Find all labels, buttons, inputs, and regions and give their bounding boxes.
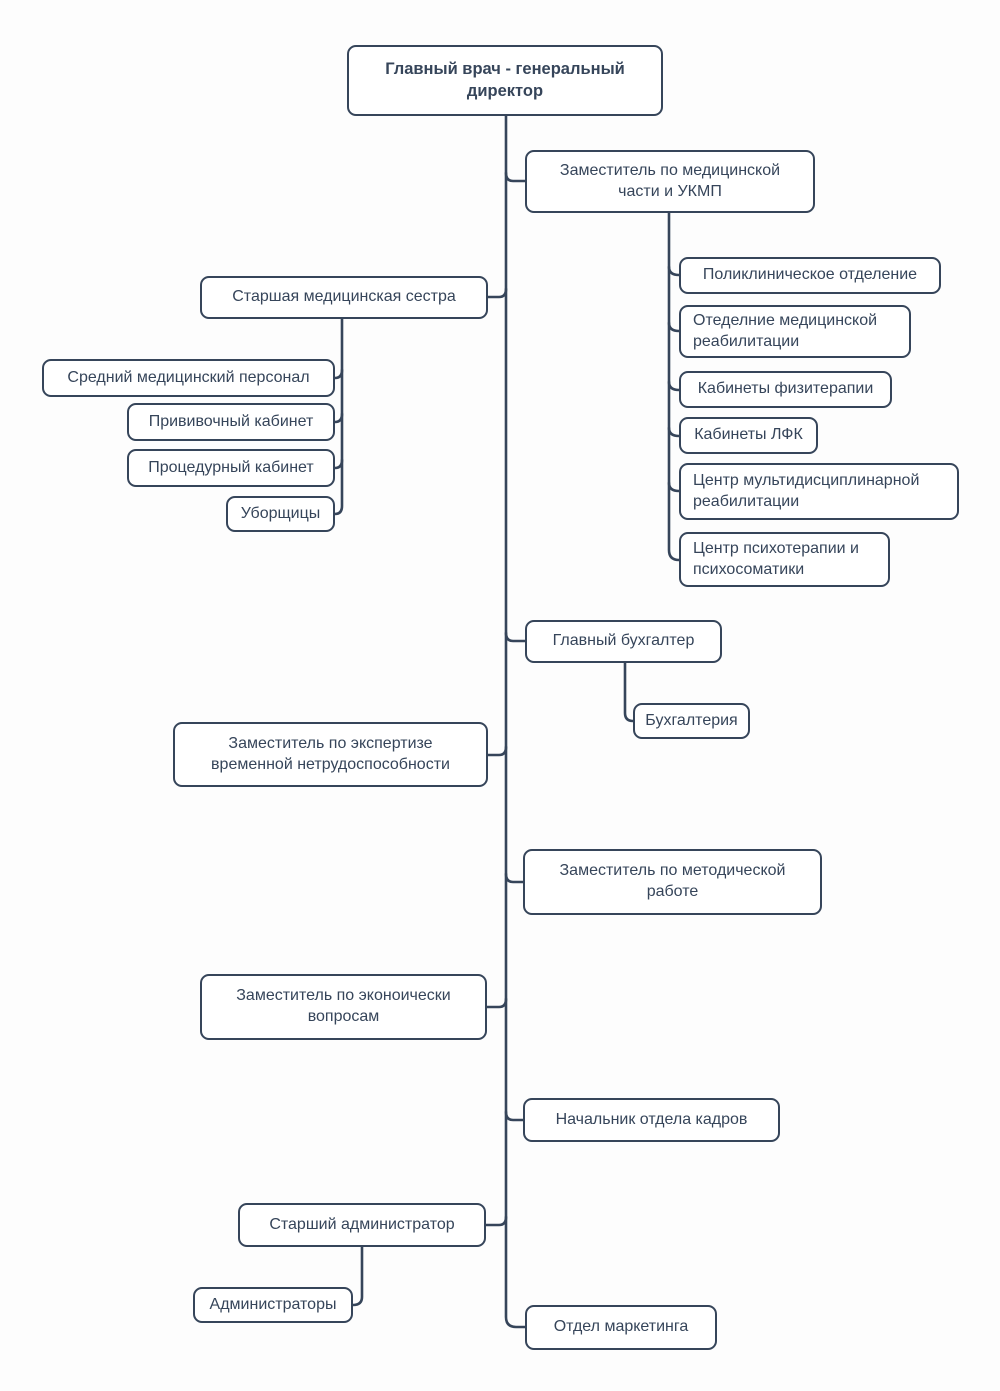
connector-expertise-deputy bbox=[486, 745, 508, 757]
org-node-mid-medical-staff[interactable]: Средний медицинский персонал bbox=[42, 359, 335, 397]
connector-spine bbox=[504, 114, 527, 1329]
org-node-accounting[interactable]: Бухгалтерия bbox=[633, 703, 750, 739]
org-node-head-nurse[interactable]: Старшая медицинская сестра bbox=[200, 276, 488, 319]
connector-physiotherapy bbox=[667, 380, 681, 392]
org-node-polyclinic-department[interactable]: Поликлиническое отделение bbox=[679, 257, 941, 294]
connector-chief-accountant bbox=[504, 631, 527, 643]
connector-left-trunk bbox=[333, 317, 344, 516]
connector-economic-deputy bbox=[485, 997, 508, 1009]
org-node-hr-head[interactable]: Начальник отдела кадров bbox=[523, 1098, 780, 1142]
connector-mid-staff bbox=[333, 368, 344, 380]
org-node-methodical-deputy[interactable]: Заместитель по методической работе bbox=[523, 849, 822, 915]
org-node-chief-accountant[interactable]: Главный бухгалтер bbox=[525, 620, 722, 663]
connector-medical-deputy bbox=[504, 171, 527, 183]
org-node-psychotherapy-center[interactable]: Центр психотерапии и психосоматики bbox=[679, 532, 890, 587]
org-node-marketing-department[interactable]: Отдел маркетинга bbox=[525, 1305, 717, 1350]
connector-hr-head bbox=[504, 1110, 525, 1122]
org-node-procedure-room[interactable]: Процедурный кабинет bbox=[127, 449, 335, 487]
connector-procedure bbox=[333, 458, 344, 470]
org-node-vaccination-room[interactable]: Прививочный кабинет bbox=[127, 403, 335, 441]
connector-polyclinic bbox=[667, 265, 681, 277]
connector-methodical-deputy bbox=[504, 872, 525, 884]
org-node-physiotherapy-rooms[interactable]: Кабинеты физитерапии bbox=[679, 371, 892, 408]
org-node-administrators[interactable]: Администраторы bbox=[193, 1287, 353, 1323]
org-node-medical-rehab-department[interactable]: Отеделние медицинской реабилитации bbox=[679, 305, 911, 358]
org-node-chief-doctor[interactable]: Главный врач - генеральный директор bbox=[347, 45, 663, 116]
connector-vaccination bbox=[333, 412, 344, 424]
org-node-cleaners[interactable]: Уборщицы bbox=[226, 496, 335, 532]
org-node-economic-deputy[interactable]: Заместитель по эконоически вопросам bbox=[200, 974, 487, 1040]
connector-accounting bbox=[623, 661, 635, 723]
connector-administrators bbox=[351, 1245, 364, 1307]
org-node-lfk-rooms[interactable]: Кабинеты ЛФК bbox=[679, 417, 818, 454]
connector-medical-rehab bbox=[667, 321, 681, 333]
org-node-senior-administrator[interactable]: Старший администратор bbox=[238, 1203, 486, 1247]
org-node-expertise-deputy[interactable]: Заместитель по экспертизе временной нетр… bbox=[173, 722, 488, 787]
org-node-multidisciplinary-rehab-center[interactable]: Центр мультидисциплинарной реабилитации bbox=[679, 463, 959, 520]
connector-right-trunk bbox=[667, 211, 681, 562]
connector-senior-admin bbox=[484, 1215, 508, 1227]
connector-lfk bbox=[667, 426, 681, 438]
connector-head-nurse bbox=[486, 287, 508, 299]
org-node-medical-deputy[interactable]: Заместитель по медицинской части и УКМП bbox=[525, 150, 815, 213]
connector-multidisciplinary bbox=[667, 481, 681, 493]
